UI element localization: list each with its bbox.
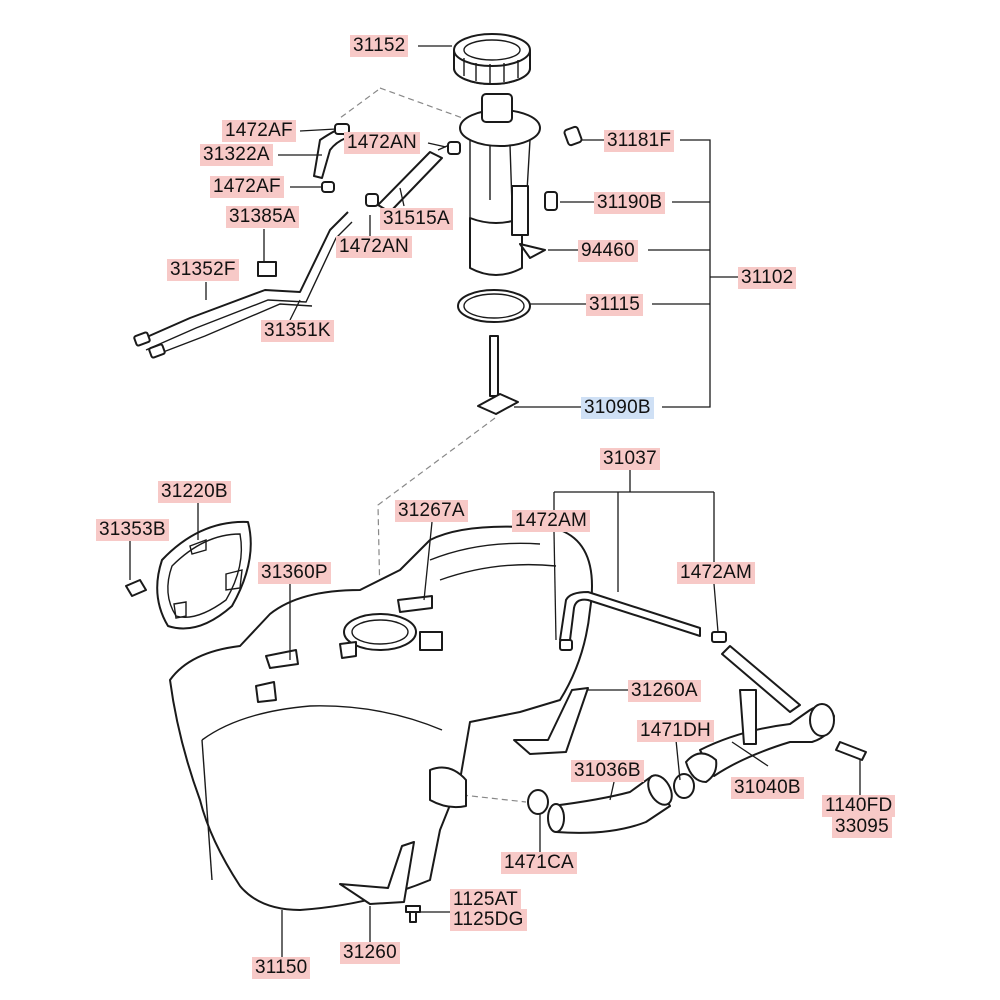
label-1472af-lower[interactable]: 1472AF [210,176,284,198]
leader-lines [129,45,861,957]
tank-strap-part-31260a [513,687,589,755]
label-31090b[interactable]: 31090B [581,397,654,419]
label-31040b[interactable]: 31040B [731,777,804,799]
label-31220b[interactable]: 31220B [158,481,231,503]
label-1125dg[interactable]: 1125DG [450,909,527,931]
bolt-part-1125 [405,905,421,923]
label-31515a[interactable]: 31515A [380,208,453,230]
lock-ring-part [453,33,531,85]
label-1472am-right[interactable]: 1472AM [677,562,755,584]
filler-hose-part [547,774,673,834]
label-31037[interactable]: 31037 [600,448,660,470]
clamp-part-1471ca [527,789,549,815]
gasket-part [457,289,531,323]
filler-neck-part [685,689,835,783]
clamp-part-1471dh [673,773,695,799]
label-31152[interactable]: 31152 [350,35,409,57]
label-31190b[interactable]: 31190B [594,192,666,214]
alignment-line-hose [461,794,527,803]
label-1140fd[interactable]: 1140FD [822,795,896,817]
fuel-pump-module-part [459,93,546,276]
label-1472an-lower[interactable]: 1472AN [336,236,412,258]
label-31322a[interactable]: 31322A [200,144,273,166]
alignment-line-pipes [339,89,379,119]
label-94460[interactable]: 94460 [578,240,638,262]
label-31260a[interactable]: 31260A [628,680,701,702]
label-1125at[interactable]: 1125AT [450,889,521,911]
fuel-sender-part [477,335,519,415]
label-33095[interactable]: 33095 [832,816,892,838]
label-31267a[interactable]: 31267A [395,500,468,522]
label-31150[interactable]: 31150 [252,957,311,979]
label-31115[interactable]: 31115 [586,294,644,316]
pump-cap-part [544,191,558,211]
label-1472am-left[interactable]: 1472AM [512,510,590,532]
tank-strap-part-31260 [339,841,415,905]
label-31181f[interactable]: 31181F [604,130,675,152]
alignment-line-sender [377,417,496,601]
bolt-part-31353b [125,579,147,597]
label-31360p[interactable]: 31360P [258,562,331,584]
cover-plate-part [156,520,252,630]
fuel-tank-part [169,525,593,911]
label-1472af-upper[interactable]: 1472AF [222,120,296,142]
fuel-pipes-part [133,123,461,359]
label-31385a[interactable]: 31385A [226,206,299,228]
check-valve-part [563,125,583,147]
label-31351k[interactable]: 31351K [261,320,334,342]
label-1472an-upper[interactable]: 1472AN [344,132,420,154]
bolt-part-1140fd [835,741,867,761]
label-1471dh[interactable]: 1471DH [637,720,714,742]
label-31036b[interactable]: 31036B [571,760,644,782]
label-1471ca[interactable]: 1471CA [501,852,577,874]
breather-hose-part [559,591,801,713]
label-31352f[interactable]: 31352F [167,259,239,281]
label-31353b[interactable]: 31353B [96,519,169,541]
label-31260[interactable]: 31260 [340,942,400,964]
label-31102[interactable]: 31102 [738,267,797,289]
